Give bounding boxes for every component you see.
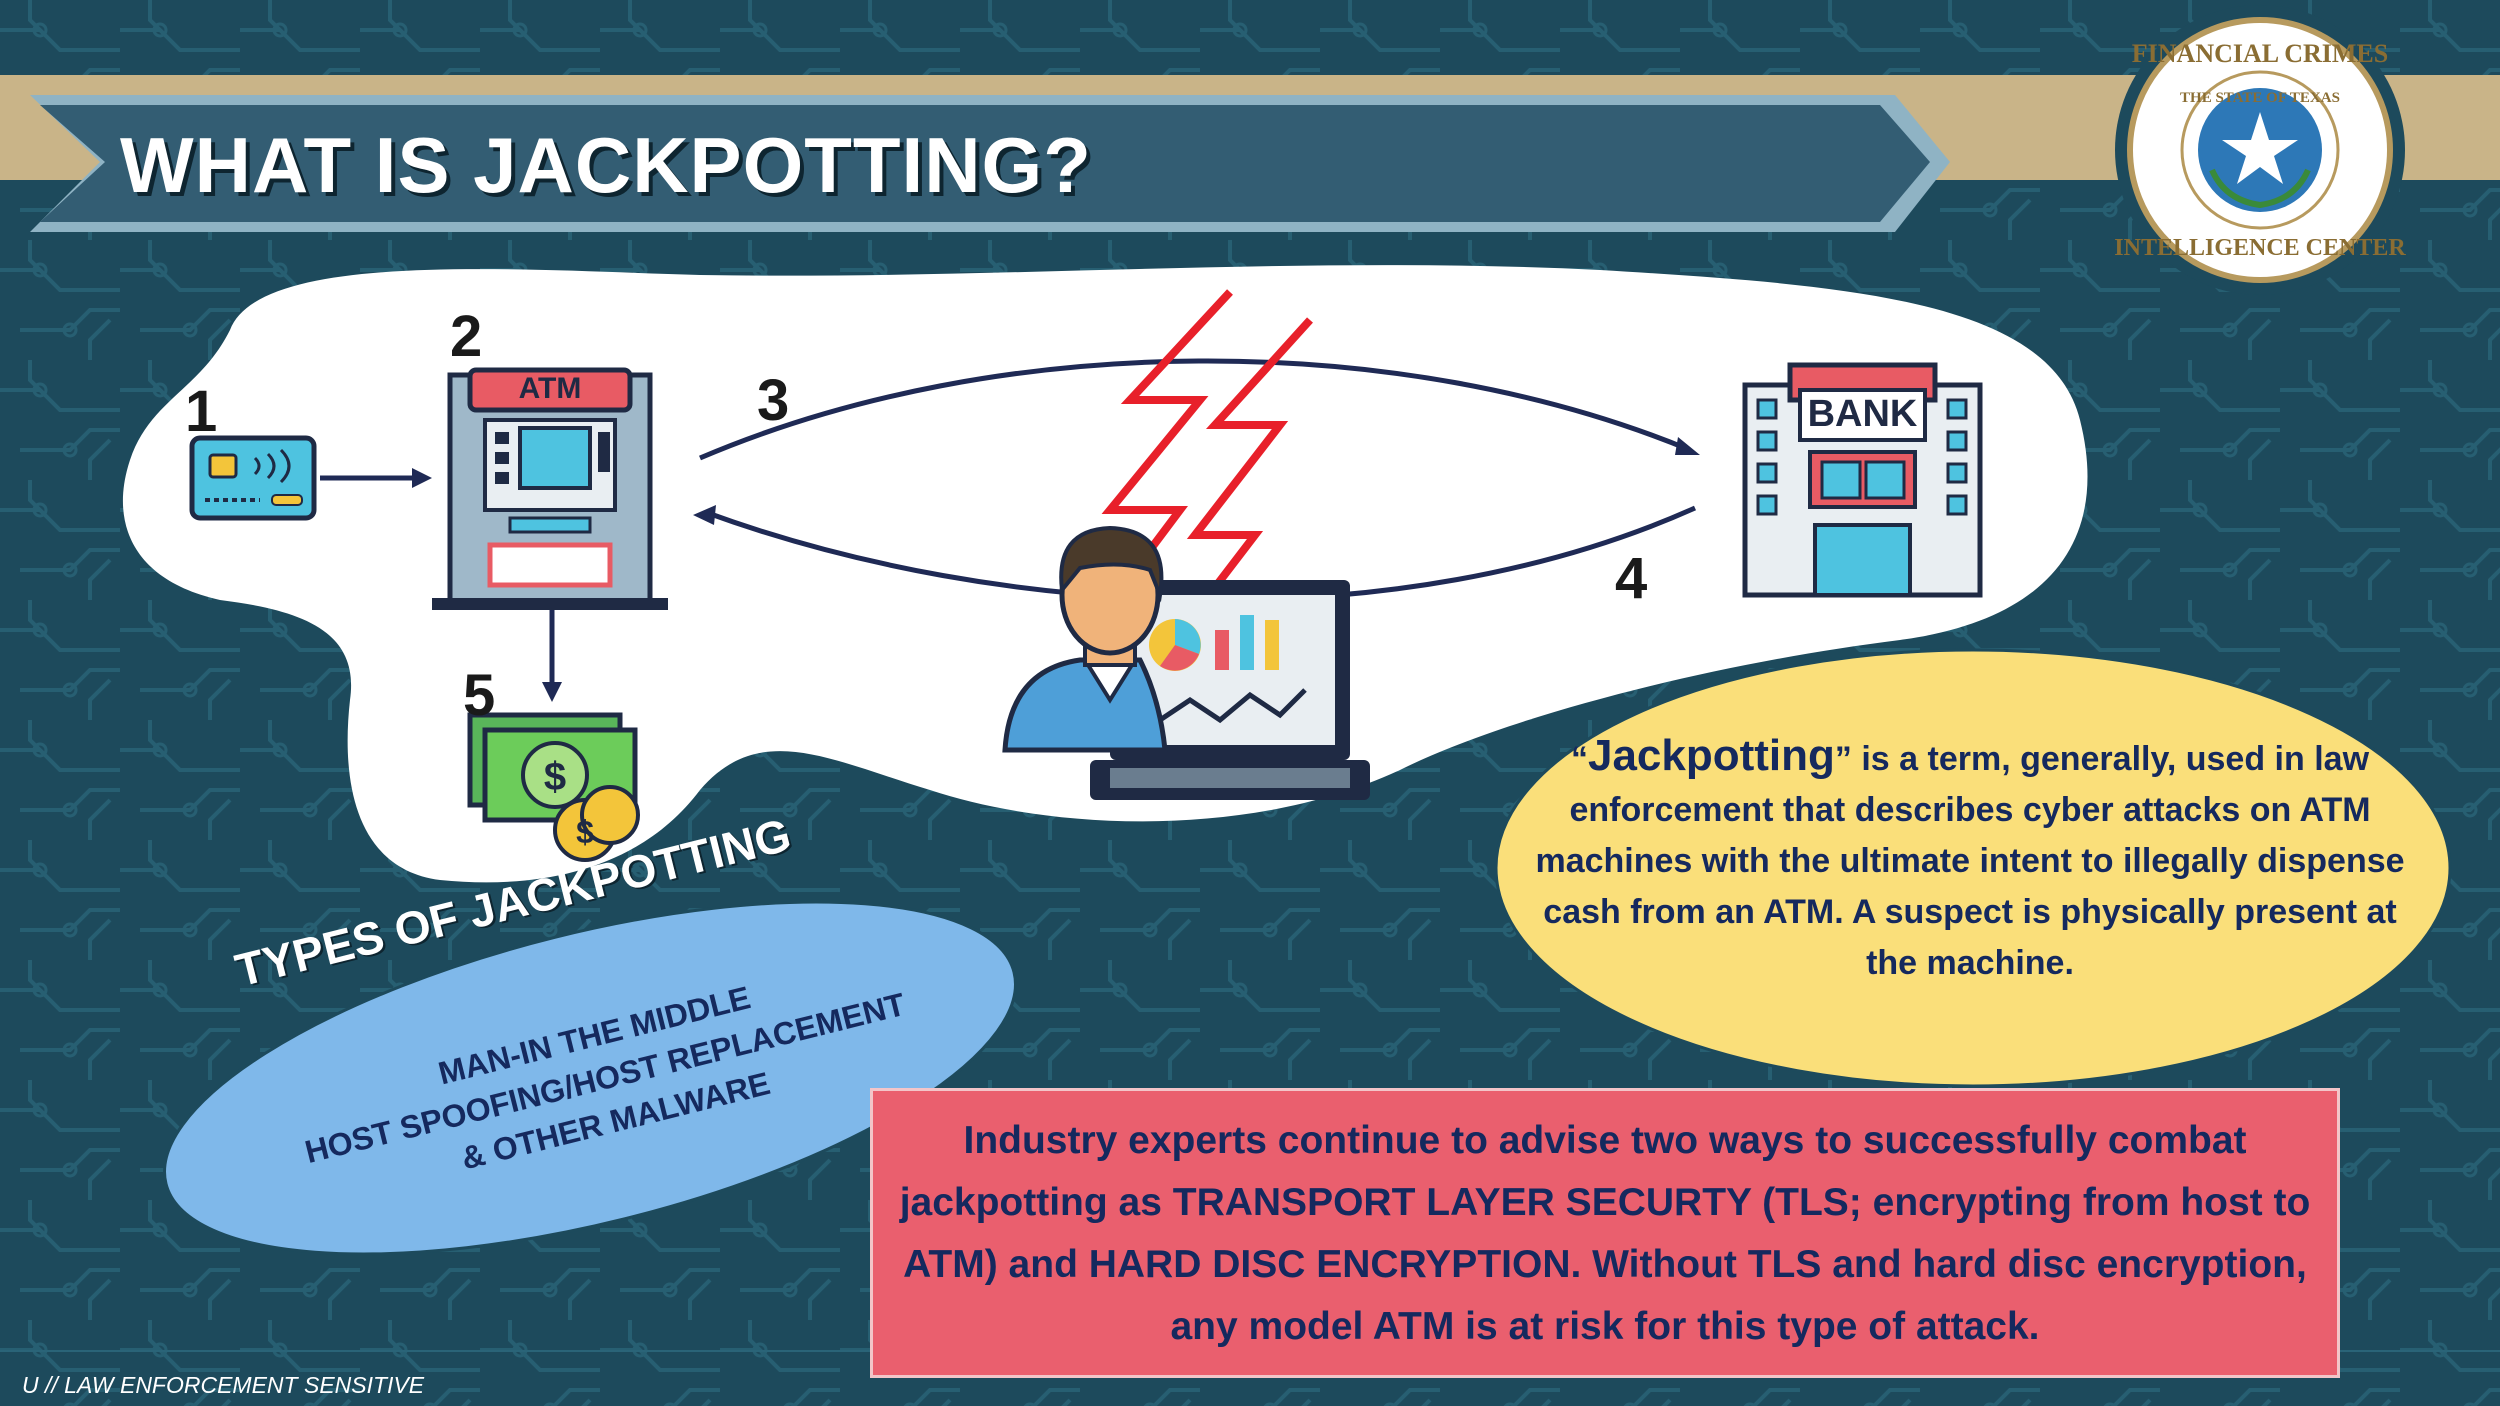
cash-money-icon: $ $ (467, 712, 640, 862)
lightning-icon (1101, 289, 1313, 623)
classification-footer: U // LAW ENFORCEMENT SENSITIVE (22, 1372, 425, 1398)
bank-sign-label: BANK (1807, 393, 1918, 435)
bank-building-icon (1742, 362, 1983, 598)
step-number-2: 2 (450, 304, 483, 369)
advice-text: Industry experts continue to advise two … (899, 1119, 2311, 1348)
page-title: WHAT IS JACKPOTTING? (120, 121, 1092, 209)
types-bubble (163, 900, 1017, 1256)
svg-text:FINANCIAL CRIMES: FINANCIAL CRIMES (2132, 39, 2388, 68)
definition-close-quote: ” (1834, 740, 1852, 778)
title-banner (30, 95, 1950, 232)
advice-box (870, 1088, 2340, 1378)
definition-body: is a term, generally, used in law enforc… (1535, 740, 2405, 982)
definition-bubble (1494, 648, 2452, 1088)
svg-text:THE STATE OF TEXAS: THE STATE OF TEXAS (2180, 90, 2340, 106)
atm-machine-icon (432, 367, 668, 610)
step-number-4: 4 (1615, 546, 1648, 611)
credit-card-icon (189, 435, 317, 521)
seal-icon: FINANCIAL CRIMES INTELLIGENCE CENTER THE… (2114, 5, 2406, 295)
atm-sign-label: ATM (518, 372, 582, 405)
svg-text:$: $ (544, 755, 566, 799)
step-number-5: 5 (463, 663, 496, 728)
step-number-3: 3 (757, 368, 790, 433)
step-number-1: 1 (185, 379, 218, 444)
definition-term: Jackpotting (1587, 731, 1835, 780)
svg-text:$: $ (576, 814, 594, 850)
hacker-laptop-icon (1002, 525, 1370, 800)
svg-text:INTELLIGENCE CENTER: INTELLIGENCE CENTER (2114, 235, 2406, 261)
definition-open-quote: “ (1570, 740, 1588, 778)
definition-text: “Jackpotting” is a term, generally, used… (1530, 730, 2410, 989)
